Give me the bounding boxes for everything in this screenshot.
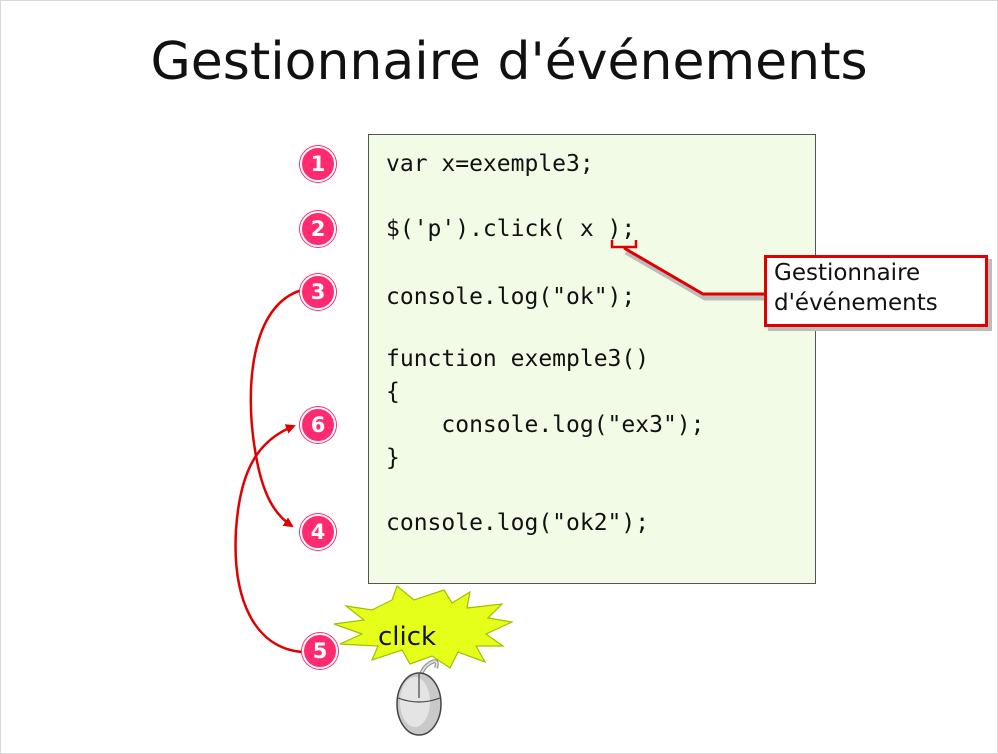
event-handler-callout: Gestionnaire d'événements [764, 255, 988, 327]
x-bracket [610, 240, 638, 249]
click-label: click [378, 622, 437, 652]
slide-title: Gestionnaire d'événements [150, 32, 868, 92]
code-line-5: { [386, 379, 400, 405]
step-badge-4: 4 [300, 514, 336, 550]
step-badge-3: 3 [300, 274, 336, 310]
code-line-6: console.log("ex3"); [386, 412, 705, 438]
step-badge-1: 1 [300, 146, 336, 182]
arrow-step-5-to-6 [234, 424, 303, 654]
code-line-1: var x=exemple3; [386, 151, 594, 177]
callout-line-1: Gestionnaire [774, 260, 921, 286]
callout-connector [623, 246, 765, 296]
callout-connector-shadow [624, 249, 766, 301]
step-badge-2: 2 [300, 211, 336, 247]
code-line-3: console.log("ok"); [386, 284, 636, 310]
code-line-7: } [386, 445, 400, 471]
code-line-8: console.log("ok2"); [386, 510, 650, 536]
code-line-2: $('p').click( x ); [386, 216, 636, 242]
callout-line-2: d'événements [774, 290, 938, 316]
mouse-icon [396, 672, 442, 736]
click-starburst [333, 584, 515, 669]
code-line-4: function exemple3() [386, 346, 650, 372]
code-block [368, 134, 816, 584]
arrow-step-3-to-4 [249, 288, 303, 528]
step-badge-6: 6 [300, 407, 336, 443]
step-badge-5: 5 [302, 633, 338, 669]
